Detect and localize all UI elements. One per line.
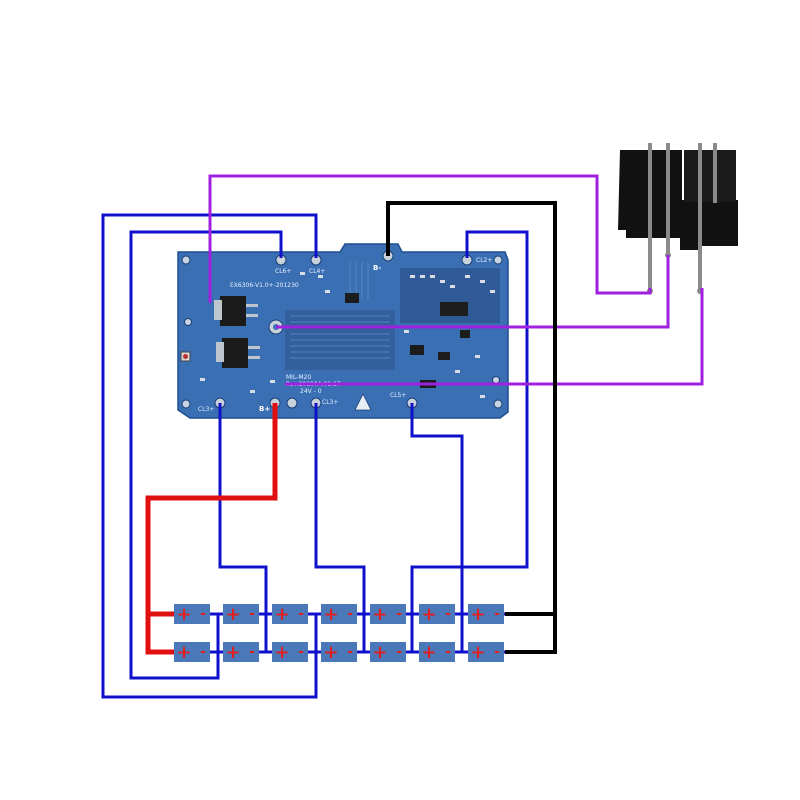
battery-cell-body bbox=[419, 642, 455, 662]
balance-wires bbox=[101, 213, 529, 699]
cell-plus-icon: + bbox=[421, 642, 436, 663]
cell-minus-icon: - bbox=[249, 606, 255, 622]
mosfet-lower bbox=[216, 338, 260, 368]
battery-cell: +- bbox=[272, 604, 308, 625]
cell-plus-icon: + bbox=[274, 642, 289, 663]
mosfet-upper bbox=[214, 296, 258, 326]
cell-minus-icon: - bbox=[494, 644, 500, 660]
positive-wire bbox=[145, 403, 278, 655]
battery-cell-body bbox=[272, 604, 308, 624]
battery-cell-body bbox=[223, 642, 259, 662]
pad-label-cl3-bottom: CL3+ bbox=[198, 406, 214, 413]
cell-plus-icon: + bbox=[421, 604, 436, 625]
battery-cell: +- bbox=[370, 604, 406, 625]
cell-minus-icon: - bbox=[298, 606, 304, 622]
cell-minus-icon: - bbox=[200, 606, 206, 622]
cell-minus-icon: - bbox=[200, 644, 206, 660]
battery-cell-body bbox=[223, 604, 259, 624]
mounting-holes bbox=[181, 255, 503, 409]
battery-cell-body bbox=[272, 642, 308, 662]
pad-label-cl6-top: CL6+ bbox=[275, 268, 291, 275]
battery-cell: +- bbox=[174, 642, 210, 663]
cell-minus-icon: - bbox=[494, 606, 500, 622]
board-small-print: EX6306-V1.0+-201230 bbox=[230, 282, 299, 289]
cell-minus-icon: - bbox=[347, 606, 353, 622]
cell-minus-icon: - bbox=[396, 644, 402, 660]
cell-plus-icon: + bbox=[176, 642, 191, 663]
cell-plus-icon: + bbox=[323, 604, 338, 625]
battery-cell: +- bbox=[468, 604, 504, 625]
pad-label-cl2-top: CL2+ bbox=[476, 257, 492, 264]
battery-cell-body bbox=[468, 604, 504, 624]
battery-cell: +- bbox=[272, 642, 308, 663]
pad-label-cl4-top: CL4+ bbox=[309, 268, 325, 275]
pad-label-b-minus: B- bbox=[373, 264, 381, 272]
battery-cell-body bbox=[370, 604, 406, 624]
battery-cell: +- bbox=[468, 642, 504, 663]
battery-cell-body bbox=[370, 642, 406, 662]
negative-wire bbox=[386, 201, 557, 654]
cell-minus-icon: - bbox=[347, 644, 353, 660]
battery-cell: +- bbox=[419, 604, 455, 625]
battery-cell-body bbox=[321, 642, 357, 662]
battery-cell: +- bbox=[223, 604, 259, 625]
pad-label-cl5-bottom: CL5+ bbox=[390, 392, 406, 399]
cell-plus-icon: + bbox=[225, 604, 240, 625]
cell-plus-icon: + bbox=[176, 604, 191, 625]
battery-cell-body bbox=[321, 604, 357, 624]
battery-cell-body bbox=[174, 642, 210, 662]
signal-wires bbox=[208, 174, 704, 386]
battery-cell: +- bbox=[223, 642, 259, 663]
cell-minus-icon: - bbox=[445, 606, 451, 622]
battery-cell-body bbox=[468, 642, 504, 662]
cell-minus-icon: - bbox=[298, 644, 304, 660]
cell-plus-icon: + bbox=[323, 642, 338, 663]
battery-cell: +- bbox=[321, 642, 357, 663]
battery-cell: +- bbox=[419, 642, 455, 663]
battery-cells: +-+-+-+-+-+-+-+-+-+-+-+-+-+- bbox=[174, 604, 504, 663]
pad-label-cl3-bottom-right: CL3+ bbox=[322, 399, 338, 406]
cell-plus-icon: + bbox=[274, 604, 289, 625]
battery-cell: +- bbox=[321, 604, 357, 625]
cell-minus-icon: - bbox=[396, 606, 402, 622]
board-cert-line: 24V - 0 bbox=[300, 388, 322, 395]
bms-board: CL6+ CL4+ B- CL2+ CL3+ B+ CL3+ CL5+ EX63… bbox=[177, 243, 509, 419]
pad-label-b-plus: B+ bbox=[259, 405, 270, 413]
cell-minus-icon: - bbox=[249, 644, 255, 660]
battery-cell-body bbox=[174, 604, 210, 624]
reset-button-dot bbox=[183, 354, 188, 359]
cell-plus-icon: + bbox=[470, 642, 485, 663]
cell-minus-icon: - bbox=[445, 644, 451, 660]
cell-plus-icon: + bbox=[470, 604, 485, 625]
cell-plus-icon: + bbox=[372, 604, 387, 625]
battery-cell-body bbox=[419, 604, 455, 624]
3-pin-terminal-connector-icon bbox=[618, 143, 738, 294]
board-model: MIL-M20 bbox=[286, 374, 311, 381]
esd-warning-icon bbox=[354, 393, 372, 411]
battery-cell: +- bbox=[174, 604, 210, 625]
cell-plus-icon: + bbox=[372, 642, 387, 663]
smd-components bbox=[200, 272, 495, 398]
battery-cell: +- bbox=[370, 642, 406, 663]
cell-plus-icon: + bbox=[225, 642, 240, 663]
